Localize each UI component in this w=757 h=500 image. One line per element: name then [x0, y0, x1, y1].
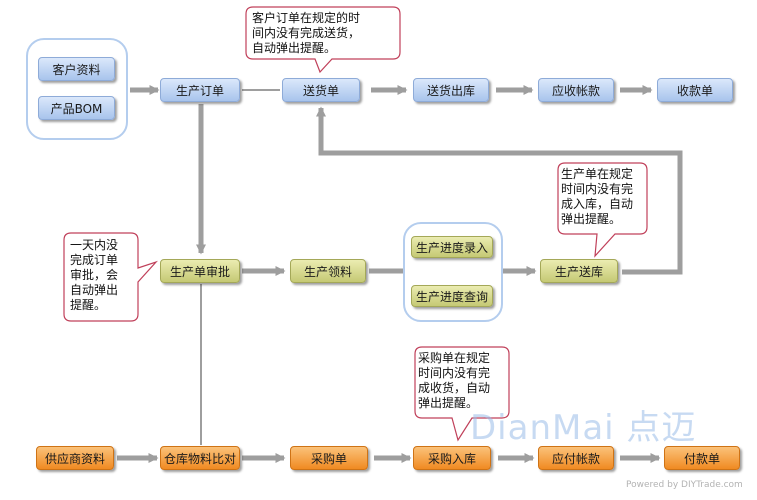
production-approval-box[interactable]: 生产单审批	[160, 259, 240, 283]
callout-delivery-bubble	[245, 6, 401, 74]
purchase-order-box[interactable]: 采购单	[290, 446, 368, 470]
callout-approval-bubble	[63, 232, 158, 322]
brand-watermark: DianMai 点迈	[470, 408, 697, 448]
arrow-stock-in-to-delivery-note	[316, 106, 683, 275]
supplier-info-box[interactable]: 供应商资料	[36, 446, 114, 470]
callout-purchase-text: 采购单在规定 时间内没有完 成收货，自动 弹出提醒。	[418, 351, 491, 410]
progress-entry-box[interactable]: 生产进度录入	[411, 236, 493, 258]
product-bom-box[interactable]: 产品BOM	[38, 96, 115, 120]
production-stock-in-box[interactable]: 生产送库	[540, 259, 618, 283]
receipt-note-box[interactable]: 收款单	[657, 78, 733, 102]
customer-info-box[interactable]: 客户资料	[38, 57, 115, 81]
callout-production-text: 生产单在规定 时间内没有完 成入库，自动 弹出提醒。	[561, 167, 634, 226]
stock-compare-box[interactable]: 仓库物料比对	[160, 446, 240, 470]
receivable-account-box[interactable]: 应收帐款	[538, 78, 614, 102]
progress-query-box[interactable]: 生产进度查询	[411, 285, 493, 307]
customer-input-group	[26, 38, 128, 140]
callout-purchase-bubble	[414, 346, 510, 442]
delivery-out-box[interactable]: 送货出库	[413, 78, 489, 102]
site-credit: Powered by DIYTrade.com	[626, 480, 743, 490]
payable-account-box[interactable]: 应付帐款	[538, 446, 614, 470]
production-order-box[interactable]: 生产订单	[160, 78, 240, 102]
delivery-note-box[interactable]: 送货单	[282, 78, 360, 102]
purchase-stock-in-box[interactable]: 采购入库	[413, 446, 491, 470]
payment-note-box[interactable]: 付款单	[664, 446, 740, 470]
callout-delivery-text: 客户订单在规定的时 间内没有完成送货， 自动弹出提醒。	[252, 11, 361, 55]
callout-approval-text: 一天内没 完成订单 审批，会 自动弹出 提醒。	[70, 238, 119, 312]
callout-production-bubble	[557, 162, 648, 258]
production-material-box[interactable]: 生产领料	[290, 259, 366, 283]
